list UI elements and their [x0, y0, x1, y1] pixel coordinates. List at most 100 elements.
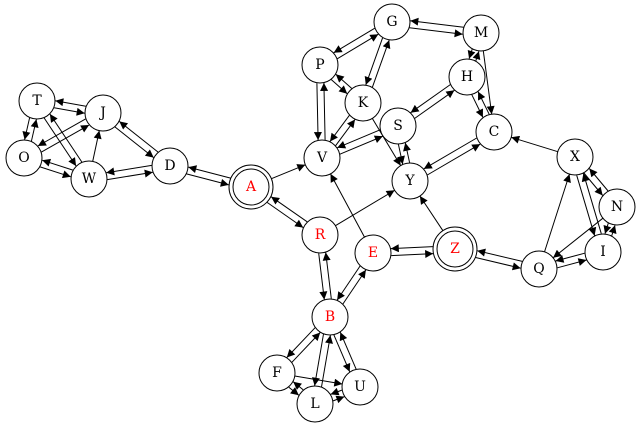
edge-l-to-f — [292, 381, 304, 391]
edge-f-to-u — [294, 375, 343, 387]
node-g: G — [373, 3, 411, 41]
edge-w-to-j — [92, 130, 102, 162]
node-b-circle — [311, 298, 349, 336]
edge-e-to-b — [336, 265, 361, 301]
edge-i-to-q — [555, 252, 585, 263]
edge-m-to-h — [467, 48, 476, 59]
node-z: Z — [432, 226, 478, 272]
edge-k-to-y — [371, 118, 402, 166]
node-a-label: A — [245, 179, 257, 195]
edge-u-to-b — [339, 332, 357, 370]
edge-f-to-b — [291, 332, 321, 363]
edge-t-to-j — [54, 107, 85, 116]
node-c-label: C — [489, 124, 500, 140]
edge-t-to-o — [22, 117, 31, 140]
edge-j-to-d — [114, 126, 155, 158]
node-h-label: H — [461, 69, 473, 85]
node-t-circle — [18, 82, 56, 120]
edge-n-to-i — [603, 222, 612, 234]
node-c: C — [475, 113, 513, 151]
edge-r-to-y — [335, 189, 395, 227]
edge-d-to-w — [106, 164, 152, 176]
node-g-circle — [373, 3, 411, 41]
edge-n-to-q — [552, 217, 604, 259]
node-j: J — [84, 94, 122, 132]
edge-a-to-d — [188, 165, 231, 179]
node-d-label: D — [164, 158, 175, 174]
node-r-label: R — [315, 227, 326, 243]
edge-y-to-s — [403, 142, 411, 163]
node-l-circle — [296, 385, 334, 423]
edge-p-to-k — [330, 79, 348, 95]
node-n-label: N — [611, 199, 623, 215]
edge-m-to-g — [410, 17, 464, 28]
edges-layer — [22, 17, 617, 404]
edge-z-to-y — [419, 195, 444, 231]
edge-q-to-x — [544, 173, 571, 253]
edge-x-to-c — [511, 135, 558, 153]
edge-s-to-h — [414, 89, 455, 119]
node-t-label: T — [32, 93, 42, 109]
edge-p-to-v — [313, 83, 322, 141]
edge-z-to-e — [390, 244, 433, 253]
node-o: O — [5, 139, 43, 177]
edge-k-to-g — [371, 39, 391, 88]
edge-a-to-r — [266, 201, 304, 229]
edge-k-to-v — [329, 115, 350, 142]
node-s-label: S — [393, 118, 403, 134]
edge-h-to-c — [471, 94, 484, 118]
node-y: Y — [391, 162, 429, 200]
edge-v-to-p — [320, 82, 329, 140]
node-o-circle — [5, 139, 43, 177]
node-d: D — [151, 147, 189, 185]
node-l: L — [296, 385, 334, 423]
node-x-circle — [556, 138, 594, 176]
node-w-label: W — [82, 171, 97, 187]
edge-l-to-u — [332, 395, 345, 404]
edge-a-to-v — [271, 164, 306, 180]
node-d-circle — [151, 147, 189, 185]
node-m-circle — [462, 14, 500, 52]
node-x: X — [556, 138, 594, 176]
edge-q-to-z — [477, 248, 523, 262]
node-k-label: K — [358, 95, 369, 111]
edge-y-to-c — [427, 143, 481, 176]
node-f-circle — [258, 354, 296, 392]
node-o-label: O — [18, 150, 29, 166]
edge-g-to-k — [364, 37, 384, 86]
node-z-circle — [436, 230, 474, 268]
node-q-circle — [520, 250, 558, 288]
edge-o-to-t — [30, 119, 39, 142]
edge-r-to-b — [318, 253, 328, 300]
node-u: U — [341, 368, 379, 406]
node-e-circle — [354, 234, 392, 272]
node-r-circle — [301, 216, 339, 254]
node-v-circle — [303, 139, 341, 177]
node-f-label: F — [272, 365, 282, 381]
node-y-circle — [391, 162, 429, 200]
edge-j-to-o — [37, 118, 86, 147]
edge-b-to-r — [322, 252, 332, 299]
edge-e-to-z — [391, 249, 434, 258]
node-q-label: Q — [533, 261, 544, 277]
node-t: T — [18, 82, 56, 120]
node-a: A — [228, 164, 274, 210]
node-e-label: E — [368, 245, 378, 261]
node-z-label: Z — [450, 241, 460, 257]
edge-w-to-o — [42, 158, 74, 171]
edge-h-to-m — [472, 51, 481, 62]
edge-g-to-p — [333, 27, 376, 54]
edge-b-to-l — [312, 334, 324, 386]
edge-c-to-y — [423, 137, 477, 170]
edge-m-to-c — [482, 50, 495, 115]
node-w-circle — [70, 160, 108, 198]
edge-g-to-m — [409, 27, 463, 38]
node-i-circle — [584, 233, 622, 271]
node-c-circle — [475, 113, 513, 151]
edge-d-to-j — [118, 121, 159, 153]
node-l-label: L — [310, 396, 319, 412]
edge-p-to-g — [336, 33, 379, 60]
node-h-circle — [448, 58, 486, 96]
node-r: R — [301, 216, 339, 254]
